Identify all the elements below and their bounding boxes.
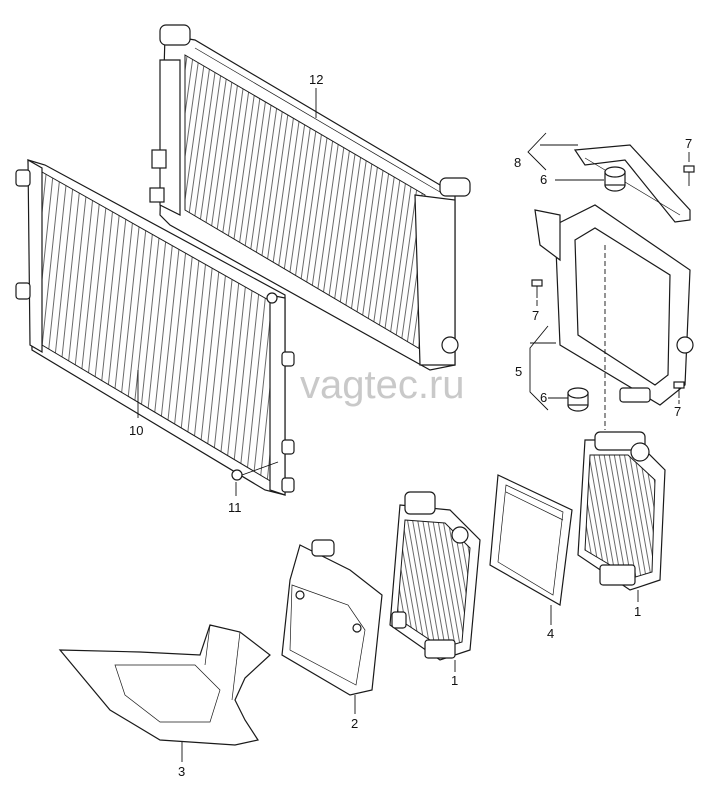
- callout-5: 5: [515, 364, 522, 379]
- callout-7-middle: 7: [532, 308, 539, 323]
- callout-7-bottom: 7: [674, 404, 681, 419]
- callout-10: 10: [129, 423, 143, 438]
- bracket-8: [573, 144, 691, 223]
- rubber-mount-6-bottom: [567, 387, 589, 412]
- callout-1-right: 1: [634, 604, 641, 619]
- condenser-10: [15, 158, 295, 496]
- bolt-11: [231, 461, 279, 481]
- air-duct-2: [281, 539, 383, 696]
- bolt-7-b: [531, 279, 543, 298]
- bolt-7-a: [683, 165, 695, 186]
- callout-11: 11: [228, 500, 242, 515]
- frame-4: [489, 474, 573, 606]
- watermark-text: vagtec.ru: [300, 363, 465, 407]
- callout-8: 8: [514, 155, 521, 170]
- callout-3: 3: [178, 764, 185, 779]
- callout-4: 4: [547, 626, 554, 641]
- callout-12: 12: [309, 72, 323, 87]
- callout-1-middle: 1: [451, 673, 458, 688]
- callout-2: 2: [351, 716, 358, 731]
- bolt-7-c: [673, 381, 685, 398]
- air-guide-3: [58, 624, 271, 746]
- callout-6-top: 6: [540, 172, 547, 187]
- aux-cooler-1-middle: [389, 491, 481, 661]
- callout-7-top: 7: [685, 136, 692, 151]
- rubber-mount-6-top: [604, 166, 626, 192]
- leader-lines: [137, 88, 690, 762]
- aux-cooler-1-right: [577, 431, 666, 591]
- radiator-12: [149, 24, 471, 371]
- callout-6-bottom: 6: [540, 390, 547, 405]
- bracket-5: [534, 204, 694, 406]
